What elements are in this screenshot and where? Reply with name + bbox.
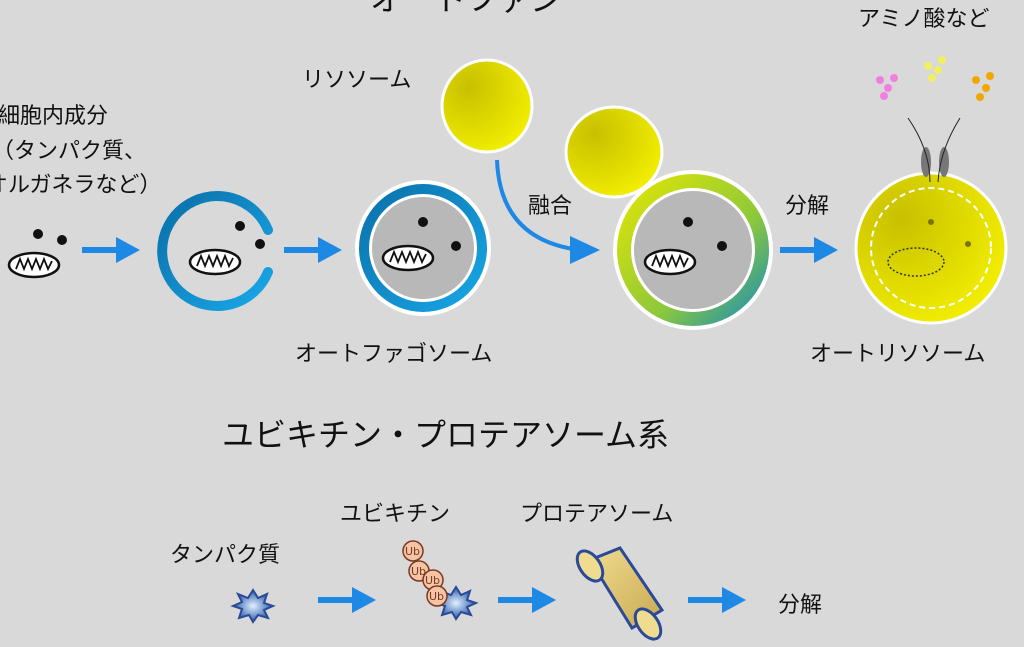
- proteasome-icon: [575, 546, 665, 641]
- fusion-label: 融合: [528, 194, 572, 219]
- arrow-icon: [284, 237, 342, 263]
- arrow-icon: [82, 237, 140, 263]
- arrow-icon: [688, 587, 746, 613]
- arrow-icon: [498, 587, 556, 613]
- autolysosome-icon: [854, 117, 1008, 325]
- fusion-arrow-line: [495, 159, 581, 252]
- svg-text:Ub: Ub: [411, 565, 426, 578]
- arrow-icon: [780, 237, 838, 263]
- autolysosome-label: オートリソソーム: [810, 342, 985, 367]
- ups-degradation-label: 分解: [778, 593, 822, 618]
- cell-components-label-2: （タンパク質、: [0, 139, 146, 164]
- ups-title: ユビキチン・プロテアソーム系: [222, 416, 669, 454]
- amino-acids-icon: [876, 56, 994, 101]
- arrow-icon: [318, 587, 376, 613]
- cell-components-label-3: オルガネラなど）: [0, 173, 161, 198]
- arrow-icon: [570, 236, 600, 264]
- svg-text:Ub: Ub: [429, 590, 444, 603]
- amino-acids-label: アミノ酸など: [858, 7, 990, 32]
- autophagosome-icon: [355, 180, 491, 316]
- cell-components-icon: [7, 229, 67, 279]
- lysosome-icon: [440, 58, 534, 154]
- protein-icon: [232, 589, 274, 623]
- degradation-label: 分解: [785, 194, 829, 219]
- ubiquitin-chain-icon: Ub Ub Ub Ub: [402, 540, 448, 607]
- ubiquitin-label: ユビキチン: [340, 502, 450, 527]
- protein-label: タンパク質: [170, 543, 280, 568]
- lysosome-label: リソソーム: [302, 68, 411, 93]
- svg-text:Ub: Ub: [405, 545, 420, 558]
- cell-components-label: 細胞内成分: [0, 104, 108, 129]
- phagophore-icon: [157, 191, 273, 311]
- autophagosome-label: オートファゴソーム: [295, 342, 492, 367]
- proteasome-label: プロテアソーム: [520, 502, 673, 527]
- svg-text:Ub: Ub: [425, 574, 440, 587]
- autophagy-title: オートファジー: [370, 0, 594, 18]
- fusing-vesicle-icon: [564, 105, 773, 330]
